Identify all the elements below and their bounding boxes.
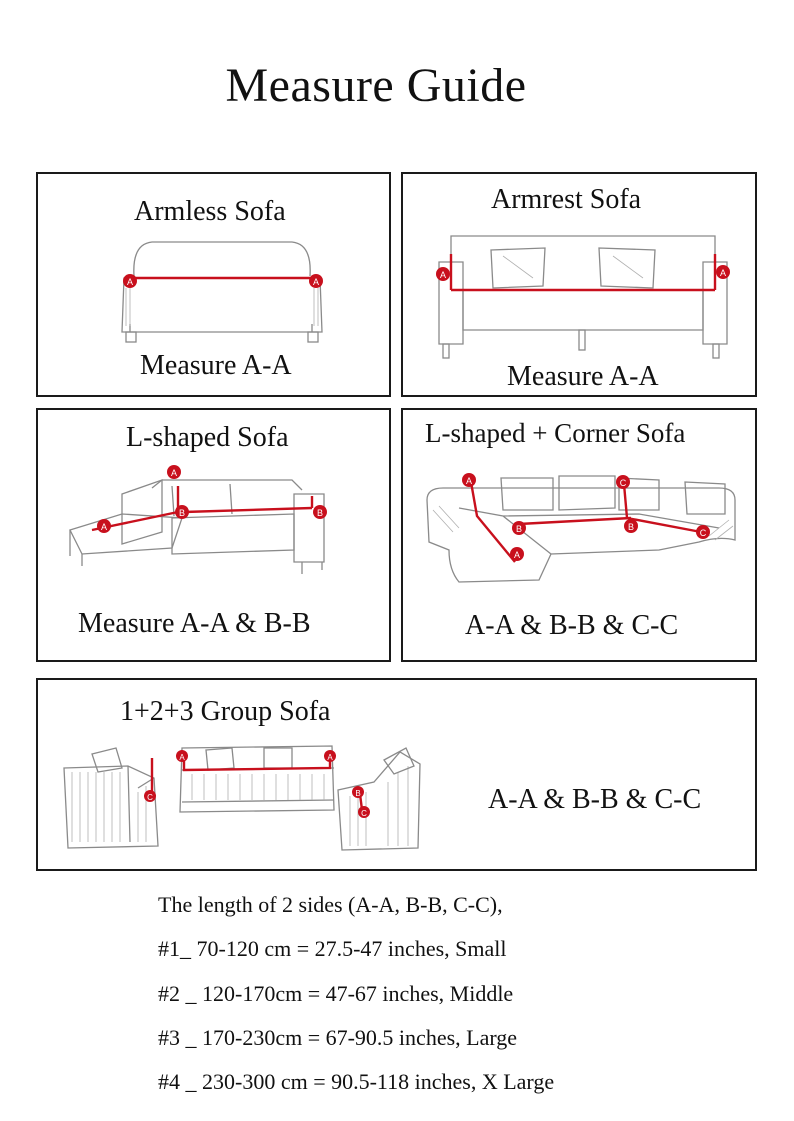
armrest-sofa-panel: Armrest Sofa A A Measure A-A: [401, 172, 757, 397]
marker-a-right: A: [716, 265, 730, 279]
marker-a-left: A: [123, 274, 137, 288]
group-sofa-panel: 1+2+3 Group Sofa C A A B: [36, 678, 757, 871]
svg-text:A: A: [101, 522, 107, 532]
l-shaped-sofa-illustration: A A B B: [69, 465, 327, 574]
marker-b-middle: B: [175, 505, 189, 519]
svg-text:A: A: [179, 753, 185, 762]
svg-text:B: B: [179, 508, 185, 518]
marker-a-top: A: [167, 465, 181, 479]
marker-b-right: B: [313, 505, 327, 519]
svg-text:A: A: [514, 550, 520, 560]
svg-text:A: A: [313, 277, 319, 287]
size-x-large: #4 _ 230-300 cm = 90.5-118 inches, X Lar…: [158, 1069, 555, 1094]
l-shaped-sofa-panel: L-shaped Sofa A A B B Measure A-A & B-B: [36, 408, 391, 662]
armrest-sofa-title: Armrest Sofa: [491, 184, 642, 215]
group-sofa-measure: A-A & B-B & C-C: [488, 784, 702, 815]
svg-text:C: C: [147, 793, 153, 802]
svg-text:B: B: [516, 524, 522, 534]
svg-text:A: A: [127, 277, 133, 287]
armrest-sofa-illustration: A A: [436, 235, 730, 359]
marker-a-sofa-left: A: [176, 750, 188, 762]
svg-text:B: B: [355, 789, 360, 798]
l-shaped-corner-sofa-panel: L-shaped + Corner Sofa A B A C B: [401, 408, 757, 662]
marker-b-left: B: [512, 521, 526, 535]
marker-a-bottom: A: [510, 547, 524, 561]
marker-b-right: B: [624, 519, 638, 533]
armless-sofa-measure: Measure A-A: [140, 350, 292, 381]
svg-text:C: C: [700, 528, 707, 538]
marker-a-left: A: [97, 519, 111, 533]
marker-a-right: A: [309, 274, 323, 288]
marker-c-left-chair: C: [144, 790, 156, 802]
size-small: #1_ 70-120 cm = 27.5-47 inches, Small: [158, 936, 507, 961]
svg-text:A: A: [440, 270, 446, 280]
size-large: #3 _ 170-230cm = 67-90.5 inches, Large: [158, 1025, 518, 1050]
svg-text:B: B: [317, 508, 323, 518]
page-title: Measure Guide: [225, 59, 527, 112]
svg-text:A: A: [720, 268, 726, 278]
group-sofa-illustration: C A A B C: [63, 745, 421, 851]
l-shaped-sofa-measure: Measure A-A & B-B: [78, 608, 311, 639]
svg-text:C: C: [361, 809, 367, 818]
l-shaped-sofa-title: L-shaped Sofa: [126, 422, 289, 453]
svg-text:A: A: [171, 468, 177, 478]
l-shaped-corner-sofa-title: L-shaped + Corner Sofa: [425, 418, 686, 448]
marker-a-left: A: [436, 267, 450, 281]
group-sofa-title: 1+2+3 Group Sofa: [120, 696, 331, 727]
marker-c-right: C: [696, 525, 710, 539]
marker-c-right-chair: C: [358, 806, 370, 818]
marker-b-right-chair: B: [352, 786, 364, 798]
marker-c-top: C: [616, 475, 630, 489]
l-shaped-corner-sofa-illustration: A B A C B C: [426, 473, 736, 583]
svg-text:C: C: [620, 478, 627, 488]
armless-sofa-illustration: A A: [121, 241, 323, 343]
armless-sofa-panel: Armless Sofa A A Measure A-A: [36, 172, 391, 397]
size-intro: The length of 2 sides (A-A, B-B, C-C),: [158, 892, 503, 917]
svg-text:A: A: [327, 753, 333, 762]
armrest-sofa-measure: Measure A-A: [507, 361, 659, 392]
size-middle: #2 _ 120-170cm = 47-67 inches, Middle: [158, 981, 514, 1006]
armless-sofa-title: Armless Sofa: [134, 196, 286, 227]
marker-a-sofa-right: A: [324, 750, 336, 762]
svg-text:B: B: [628, 522, 634, 532]
svg-text:A: A: [466, 476, 472, 486]
marker-a-top: A: [462, 473, 476, 487]
l-shaped-corner-sofa-measure: A-A & B-B & C-C: [465, 610, 679, 641]
